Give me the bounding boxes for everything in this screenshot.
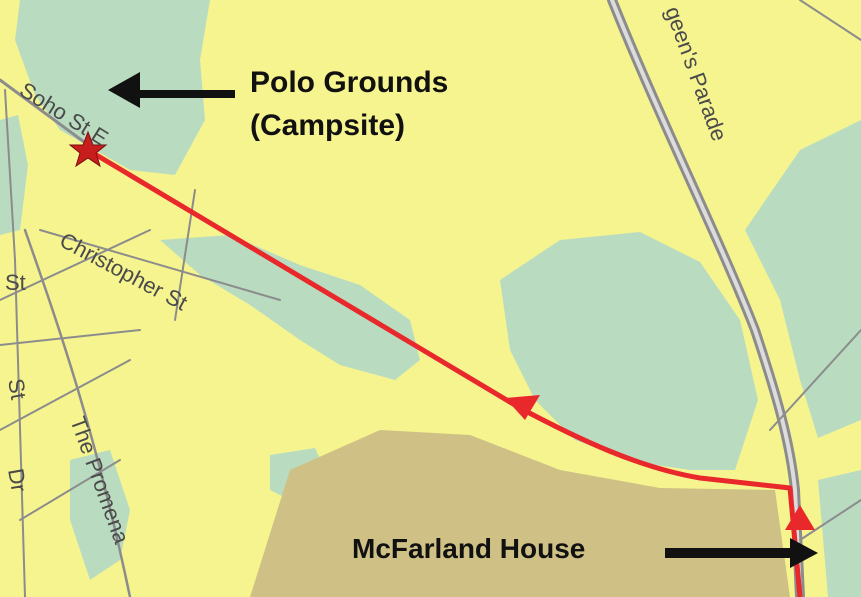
park-christopher xyxy=(160,235,420,380)
park-left-strip xyxy=(0,115,28,235)
built-area xyxy=(250,430,790,597)
road-bottom-right xyxy=(799,499,861,541)
route-line xyxy=(86,147,803,597)
road-left-1 xyxy=(0,229,151,301)
polo-grounds-label: Polo Grounds xyxy=(250,66,448,99)
road-label-dr: Dr xyxy=(3,467,32,494)
road-christopher xyxy=(39,229,281,301)
mcfarland-house-label: McFarland House xyxy=(352,533,585,564)
park-bottom-right xyxy=(818,470,861,597)
road-left-2 xyxy=(0,329,141,346)
road-right-branch xyxy=(769,329,861,431)
arrow-right-icon xyxy=(665,538,818,568)
arrowhead-icon xyxy=(785,505,815,530)
road-label-st2: St xyxy=(3,377,31,402)
road-soho xyxy=(0,78,97,152)
road-left-3 xyxy=(0,359,131,431)
road-top-right xyxy=(799,0,861,41)
route xyxy=(68,130,815,597)
road-left-4 xyxy=(19,459,121,521)
road-promenade xyxy=(23,228,132,597)
park-lower-left xyxy=(70,450,130,580)
park-center xyxy=(500,232,758,470)
campsite-label: (Campsite) xyxy=(250,109,405,142)
road-left-vertical xyxy=(4,89,26,597)
road-label-st: St xyxy=(5,270,26,295)
arrowhead-icon xyxy=(505,395,540,420)
park-right xyxy=(745,120,861,438)
star-icon xyxy=(68,130,108,168)
arrow-left-icon xyxy=(108,72,235,108)
callout-arrows xyxy=(108,72,818,568)
